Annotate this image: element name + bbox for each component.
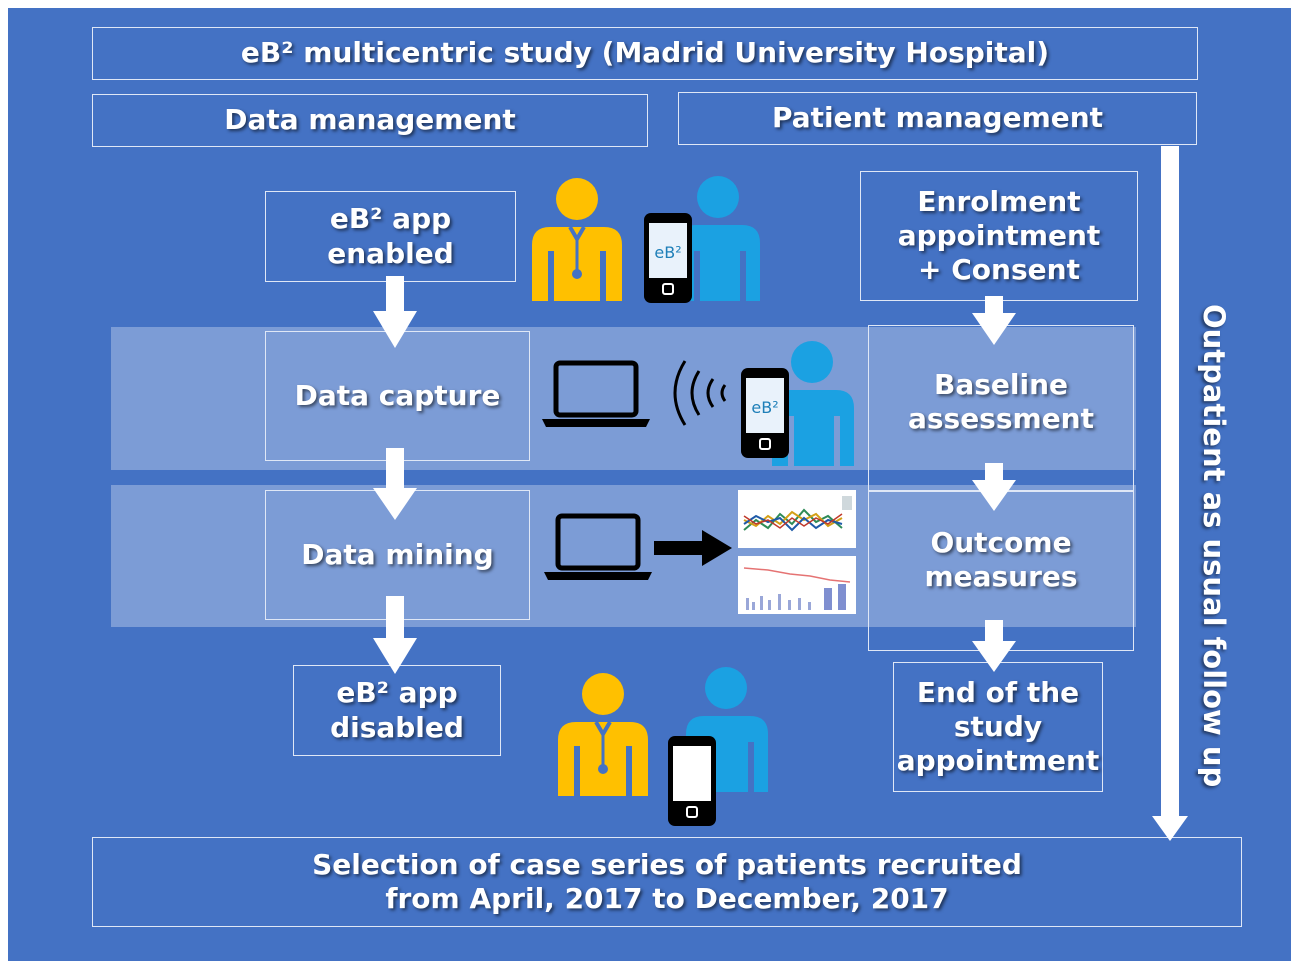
study-title: eB² multicentric study (Madrid Universit… xyxy=(92,27,1198,80)
enrolment-text: Enrolment appointment + Consent xyxy=(897,184,1101,287)
data-mining-box: Data mining xyxy=(265,490,530,620)
laptop-icon xyxy=(544,513,652,580)
app-disabled-text: eB² app disabled xyxy=(330,676,464,744)
outcome-text: Outcome measures xyxy=(924,525,1078,593)
data-mining-band xyxy=(111,485,1136,627)
patient-management-header: Patient management xyxy=(678,92,1197,145)
data-capture-text: Data capture xyxy=(294,378,501,412)
end-of-study-box: End of the study appointment xyxy=(893,662,1103,792)
data-capture-band xyxy=(111,327,1136,470)
arrow-baseline-to-outcome xyxy=(972,463,1016,511)
patient-management-header-text: Patient management xyxy=(771,101,1104,135)
doctor-icon xyxy=(558,673,648,796)
wireless-signal-icon xyxy=(673,360,727,426)
arrow-enrolment-to-baseline xyxy=(972,296,1016,345)
app-enabled-text: eB² app enabled xyxy=(327,202,454,270)
patient-icon xyxy=(686,667,768,792)
svg-text:eB²: eB² xyxy=(751,398,778,417)
smartphone-icon: eB² xyxy=(741,368,789,458)
follow-up-arrow-head xyxy=(1152,816,1188,841)
patient-icon xyxy=(772,341,854,466)
bar-chart-thumbnail xyxy=(738,556,856,614)
patient-icon xyxy=(678,176,760,301)
arrow-mining-to-disabled xyxy=(373,596,417,674)
follow-up-arrow-shaft xyxy=(1161,146,1179,818)
svg-text:eB²: eB² xyxy=(654,243,681,262)
line-chart-thumbnail xyxy=(738,490,856,548)
enrolment-box: Enrolment appointment + Consent xyxy=(860,171,1138,301)
right-arrow-icon xyxy=(654,530,732,566)
data-mining-text: Data mining xyxy=(301,537,494,571)
smartphone-icon: eB² xyxy=(644,213,692,303)
laptop-icon xyxy=(542,360,650,427)
arrow-outcome-to-end xyxy=(972,620,1016,672)
doctor-icon xyxy=(532,178,622,301)
study-title-text: eB² multicentric study (Madrid Universit… xyxy=(240,36,1050,70)
flow-arrows xyxy=(373,146,1188,841)
footer-text: Selection of case series of patients rec… xyxy=(312,847,1022,915)
footer-box: Selection of case series of patients rec… xyxy=(92,837,1242,927)
app-disabled-box: eB² app disabled xyxy=(293,665,501,756)
diagram-canvas: eB² multicentric study (Madrid Universit… xyxy=(8,8,1291,961)
arrow-capture-to-mining xyxy=(373,448,417,520)
data-management-header: Data management xyxy=(92,94,648,147)
data-management-header-text: Data management xyxy=(224,103,516,137)
arrow-enabled-to-capture xyxy=(373,276,417,348)
smartphone-icon xyxy=(668,736,716,826)
end-of-study-text: End of the study appointment xyxy=(896,675,1100,778)
baseline-text: Baseline assessment xyxy=(907,367,1095,435)
